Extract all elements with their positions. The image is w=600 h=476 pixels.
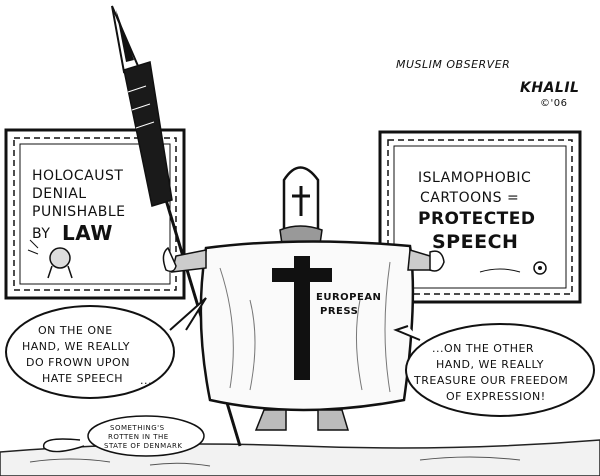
left-cert-line2: DENIAL (32, 186, 87, 202)
signature: MUSLIM OBSERVER KHALIL ©'06 (396, 58, 579, 109)
signature-artist: KHALIL (520, 80, 579, 96)
small-bubble-line1: SOMETHING'S (110, 424, 165, 432)
left-speech-bubble: ON THE ONE HAND, WE REALLY DO FROWN UPON… (5, 297, 207, 399)
left-cert-line4-emph: LAW (62, 221, 113, 245)
signature-year: ©'06 (540, 98, 567, 109)
small-speech-bubble: SOMETHING'S ROTTEN IN THE STATE OF DENMA… (42, 415, 205, 457)
right-bubble-line4: OF EXPRESSION! (446, 390, 546, 403)
knight-label-line1: EUROPEAN (316, 292, 381, 303)
right-cert-line1: ISLAMOPHOBIC (418, 170, 531, 186)
left-bubble-line1: ON THE ONE (38, 324, 113, 337)
seal-icon (27, 239, 73, 279)
left-bubble-trail: ... (140, 374, 152, 387)
right-cert-line2: CARTOONS = (420, 190, 519, 206)
right-bubble-line2: HAND, WE REALLY (436, 358, 544, 371)
signature-publication: MUSLIM OBSERVER (396, 58, 510, 71)
cross-icon (294, 256, 310, 380)
left-bubble-line2: HAND, WE REALLY (22, 340, 130, 353)
left-cert-line1: HOLOCAUST (32, 168, 123, 184)
hand-icon (429, 250, 445, 272)
right-cert-line4: SPEECH (432, 231, 518, 253)
ground (0, 439, 600, 476)
right-cert-line3: PROTECTED (418, 209, 536, 229)
right-speech-bubble: ...ON THE OTHER HAND, WE REALLY TREASURE… (393, 323, 595, 417)
small-bubble-line3: STATE OF DENMARK (104, 442, 182, 450)
right-bubble-line3: TREASURE OUR FREEDOM (413, 374, 568, 387)
left-cert-line4-prefix: BY (32, 226, 50, 242)
small-bubble-line2: ROTTEN IN THE (108, 433, 169, 441)
flower-icon (479, 261, 547, 275)
left-cert-line3: PUNISHABLE (32, 204, 126, 220)
left-bubble-line4: HATE SPEECH (42, 372, 123, 385)
knight-label-line2: PRESS (320, 306, 358, 317)
left-bubble-line3: DO FROWN UPON (26, 356, 130, 369)
knight-figure: EUROPEAN PRESS (162, 166, 445, 431)
right-bubble-line1: ...ON THE OTHER (432, 342, 534, 355)
small-creature-icon (42, 438, 85, 453)
knight-feet (254, 409, 350, 431)
